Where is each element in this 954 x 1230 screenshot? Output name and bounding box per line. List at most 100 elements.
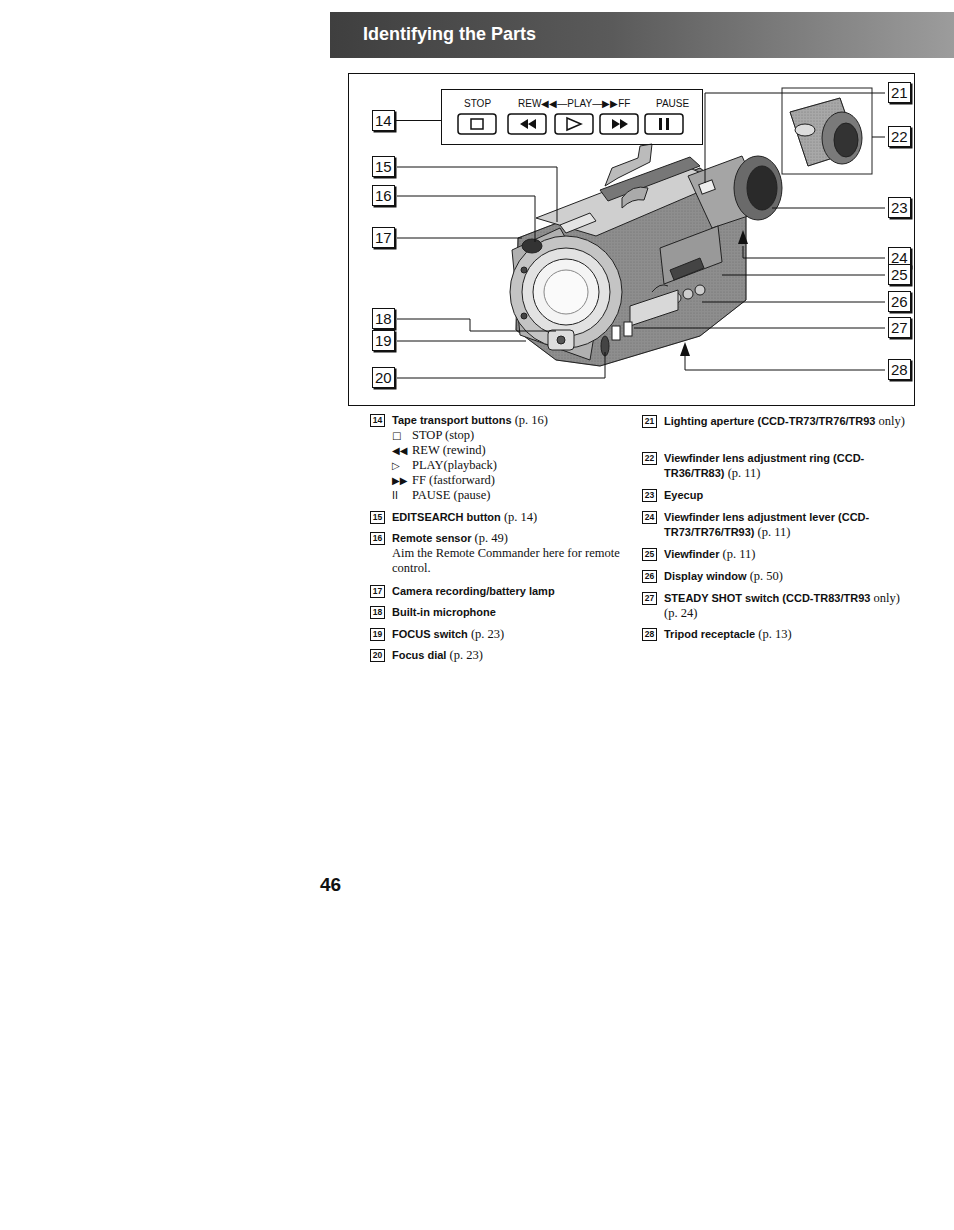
callout-number: 15 bbox=[375, 157, 392, 176]
direction-arrows bbox=[680, 230, 748, 356]
callout-number: 18 bbox=[375, 309, 392, 328]
part-name: Camera recording/battery lamp bbox=[392, 585, 555, 597]
item-number: 16 bbox=[370, 532, 385, 545]
item-heading: Focus dial (p. 23) bbox=[392, 648, 632, 663]
item-heading: Built-in microphone bbox=[392, 605, 632, 620]
callout-number: 20 bbox=[372, 367, 395, 388]
item-text: Viewfinder (p. 11) bbox=[664, 547, 914, 562]
page-reference: (p. 11) bbox=[758, 525, 791, 539]
callout-number: 19 bbox=[372, 330, 395, 351]
part-entry: 22Viewfinder lens adjustment ring (CCD-T… bbox=[642, 451, 914, 481]
item-number: 27 bbox=[642, 592, 657, 605]
item-text: STEADY SHOT switch (CCD-TR83/TR93 only) … bbox=[664, 591, 914, 621]
part-entry: 14Tape transport buttons (p. 16)□STOP (s… bbox=[370, 413, 632, 503]
item-heading: STEADY SHOT switch (CCD-TR83/TR93 only) … bbox=[664, 591, 914, 621]
button-item: ◀◀REW (rewind) bbox=[392, 443, 632, 458]
button-caption: STOP bbox=[464, 98, 491, 109]
item-text: Tape transport buttons (p. 16)□STOP (sto… bbox=[392, 413, 632, 503]
item-heading: Lighting aperture (CCD-TR73/TR76/TR93 on… bbox=[664, 414, 914, 429]
tape-buttons bbox=[458, 114, 683, 134]
part-name: Tripod receptacle bbox=[664, 628, 755, 640]
button-item: □STOP (stop) bbox=[392, 428, 632, 443]
figure-frame bbox=[349, 74, 915, 406]
part-name: Display window bbox=[664, 570, 747, 582]
callout-number: 22 bbox=[891, 127, 908, 146]
item-number: 19 bbox=[370, 628, 385, 641]
callout-number: 18 bbox=[372, 308, 395, 329]
button-caption: REW◀◀—PLAY—▶▶FF bbox=[518, 98, 630, 109]
viewfinder-inset bbox=[782, 88, 872, 174]
page-reference: (p. 23) bbox=[471, 627, 504, 641]
part-entry: 16 Remote sensor (p. 49)Aim the Remote Co… bbox=[370, 531, 632, 576]
item-text: Viewfinder lens adjustment lever (CCD-TR… bbox=[664, 510, 914, 540]
button-name: PLAY(playback) bbox=[412, 458, 497, 472]
callout-number: 21 bbox=[891, 83, 908, 102]
part-entry: 17Camera recording/battery lamp bbox=[370, 584, 632, 599]
item-heading: Tripod receptacle (p. 13) bbox=[664, 627, 914, 642]
item-text: Display window (p. 50) bbox=[664, 569, 914, 584]
callout-number: 26 bbox=[888, 291, 911, 312]
page-reference: (p. 13) bbox=[758, 627, 791, 641]
page-number: 46 bbox=[320, 874, 341, 896]
button-name: STOP (stop) bbox=[412, 428, 474, 442]
item-number: 18 bbox=[370, 606, 385, 619]
item-text: Built-in microphone bbox=[392, 605, 632, 620]
item-number: 23 bbox=[642, 489, 657, 502]
part-entry: 26Display window (p. 50) bbox=[642, 569, 914, 584]
callout-number: 22 bbox=[888, 126, 911, 147]
page-reference: (p. 16) bbox=[515, 413, 548, 427]
callout-number: 14 bbox=[375, 111, 392, 130]
item-number: 24 bbox=[642, 511, 657, 524]
page-reference: (p. 50) bbox=[750, 569, 783, 583]
page-reference: (p. 11) bbox=[728, 466, 761, 480]
item-heading: FOCUS switch (p. 23) bbox=[392, 627, 632, 642]
page-reference: (p. 11) bbox=[723, 547, 756, 561]
part-entry: 25 Viewfinder (p. 11) bbox=[642, 547, 914, 562]
button-name: FF (fastforward) bbox=[412, 473, 495, 487]
part-entry: 24 Viewfinder lens adjustment lever (CCD-… bbox=[642, 510, 914, 540]
item-number: 25 bbox=[642, 548, 657, 561]
callout-number: 19 bbox=[375, 331, 392, 350]
part-name: STEADY SHOT switch (CCD-TR83/TR93 bbox=[664, 592, 870, 604]
item-text: Eyecup bbox=[664, 488, 914, 503]
button-item: ▷PLAY(playback) bbox=[392, 458, 632, 473]
page-reference: (p. 23) bbox=[450, 648, 483, 662]
part-name: Remote sensor bbox=[392, 532, 471, 544]
part-name: Lighting aperture (CCD-TR73/TR76/TR93 bbox=[664, 415, 875, 427]
item-heading: Display window (p. 50) bbox=[664, 569, 914, 584]
item-text: Viewfinder lens adjustment ring (CCD-TR3… bbox=[664, 451, 914, 481]
item-number: 14 bbox=[370, 414, 385, 427]
callout-number: 26 bbox=[891, 292, 908, 311]
item-text: Camera recording/battery lamp bbox=[392, 584, 632, 599]
part-entry: 21Lighting aperture (CCD-TR73/TR76/TR93 … bbox=[642, 414, 914, 429]
part-name: Tape transport buttons bbox=[392, 414, 512, 426]
callout-number: 20 bbox=[375, 368, 392, 387]
part-name: FOCUS switch bbox=[392, 628, 468, 640]
part-entry: 19 FOCUS switch (p. 23) bbox=[370, 627, 632, 642]
part-name: Eyecup bbox=[664, 489, 703, 501]
button-name: REW (rewind) bbox=[412, 443, 486, 457]
button-symbol: ▷ bbox=[392, 458, 412, 473]
callout-number: 17 bbox=[372, 227, 395, 248]
item-text: FOCUS switch (p. 23) bbox=[392, 627, 632, 642]
part-name: EDITSEARCH button bbox=[392, 511, 501, 523]
page-reference: (p. 49) bbox=[475, 531, 508, 545]
item-text: Lighting aperture (CCD-TR73/TR76/TR93 on… bbox=[664, 414, 914, 429]
camcorder-body bbox=[510, 144, 782, 366]
item-text: Remote sensor (p. 49)Aim the Remote Comm… bbox=[392, 531, 632, 576]
button-symbol: II bbox=[392, 488, 412, 503]
item-heading: Remote sensor (p. 49) bbox=[392, 531, 632, 546]
callout-number: 21 bbox=[888, 82, 911, 103]
button-symbol: □ bbox=[392, 428, 412, 443]
item-heading: Viewfinder lens adjustment lever (CCD-TR… bbox=[664, 510, 914, 540]
part-entry: 23 Eyecup bbox=[642, 488, 914, 503]
page-reference: only) bbox=[879, 414, 905, 428]
title-band: Identifying the Parts bbox=[330, 12, 954, 58]
callout-number: 25 bbox=[891, 265, 908, 284]
page-reference: (p. 14) bbox=[504, 510, 537, 524]
button-name: PAUSE (pause) bbox=[412, 488, 490, 502]
callout-number: 25 bbox=[888, 264, 911, 285]
item-heading: Viewfinder lens adjustment ring (CCD-TR3… bbox=[664, 451, 914, 481]
leader-lines bbox=[397, 93, 885, 378]
part-entry: 28Tripod receptacle (p. 13) bbox=[642, 627, 914, 642]
